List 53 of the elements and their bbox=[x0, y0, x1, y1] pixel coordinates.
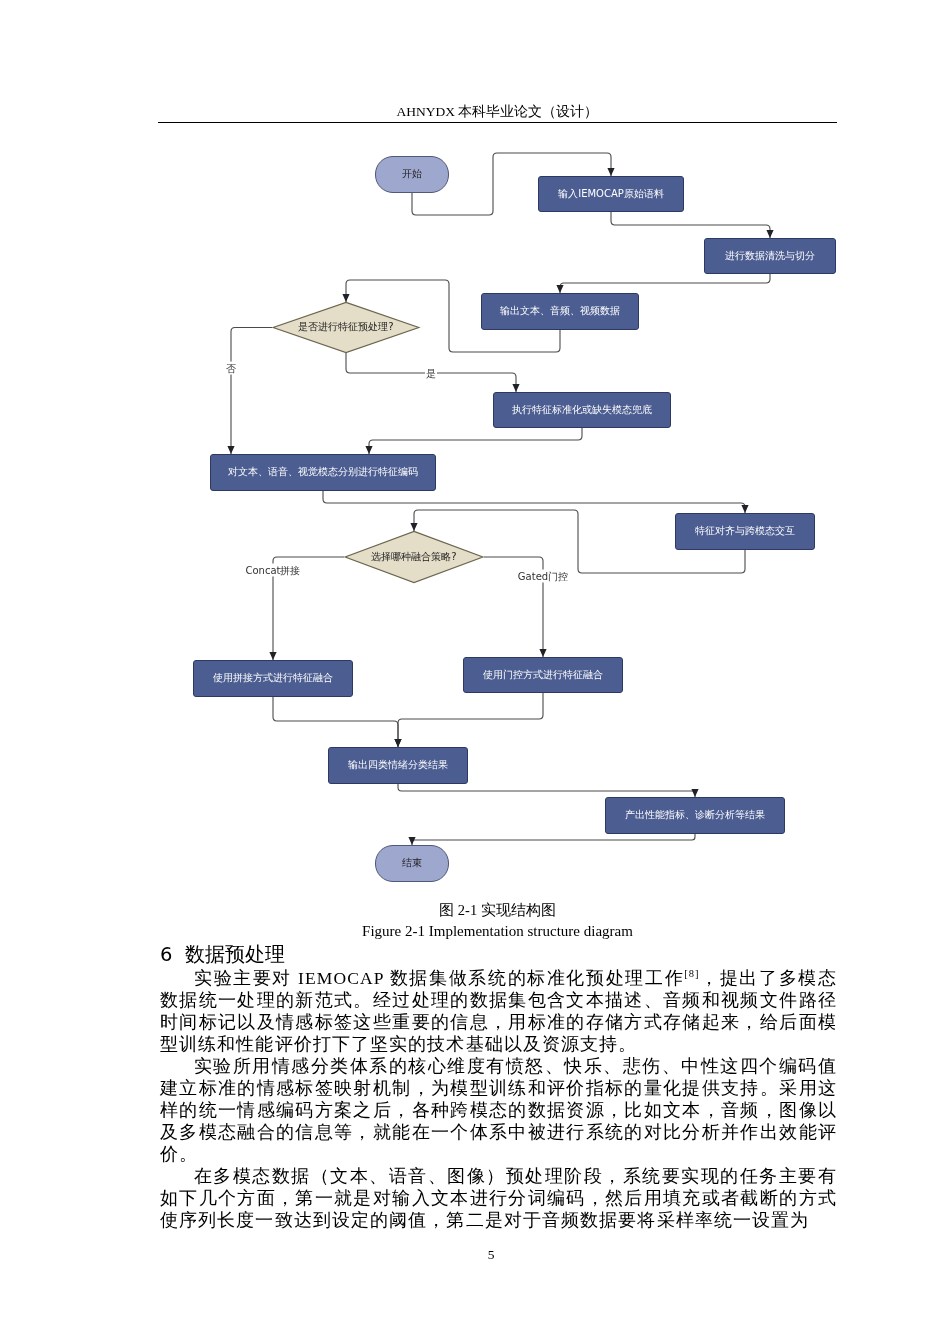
decision-label: 是否进行特征预处理? bbox=[298, 321, 394, 334]
decision-diamond bbox=[272, 302, 420, 353]
step-label: 进行数据清洗与切分 bbox=[725, 249, 815, 263]
flow-arrow bbox=[342, 279, 561, 353]
running-header: AHNYDX 本科毕业论文（设计） bbox=[395, 103, 600, 120]
edge-label: 是 bbox=[425, 366, 437, 380]
step-label: 输入IEMOCAP原始语料 bbox=[558, 187, 664, 201]
process-box bbox=[605, 797, 785, 834]
flow-arrow bbox=[556, 273, 771, 294]
step-label: 使用门控方式进行特征融合 bbox=[483, 668, 603, 682]
decision-diamond bbox=[344, 531, 484, 583]
step-label: 使用拼接方式进行特征融合 bbox=[213, 672, 333, 685]
flow-arrow bbox=[410, 509, 746, 574]
process-box bbox=[675, 513, 815, 550]
process-box bbox=[704, 238, 836, 274]
flow-arrow bbox=[322, 490, 749, 514]
step-label: 特征对齐与跨模态交互 bbox=[695, 525, 795, 538]
flow-arrow bbox=[345, 352, 520, 393]
page-number: 5 bbox=[486, 1246, 496, 1263]
flow-arrow bbox=[227, 326, 273, 455]
process-box bbox=[538, 176, 684, 212]
flow-arrow bbox=[408, 833, 696, 846]
edge-label: Concat拼接 bbox=[244, 563, 302, 577]
step-label: 输出文本、音频、视频数据 bbox=[500, 305, 620, 318]
terminal-pill bbox=[375, 845, 449, 882]
body-paragraph: 实验主要对 IEMOCAP 数据集做系统的标准化预处理工作$^{[8]}$，提出了多模态数据统一处理的新范式。经过处理的数据集包含文本描述、音频和视频文件路径时间标记以及情感标签这些重要的信息，用标准的存储方式存储起来，给后面模型训练和性能评价打下了坚实的技术基础以及资源支持。 bbox=[160, 967, 837, 1055]
step-label: 产出性能指标、诊断分析等结果 bbox=[625, 809, 765, 822]
flow-arrow bbox=[394, 692, 544, 748]
step-label: 输出四类情绪分类结果 bbox=[348, 759, 448, 772]
process-box bbox=[193, 660, 353, 697]
body-paragraph: 实验所用情感分类体系的核心维度有愤怒、快乐、悲伤、中性这四个编码值建立标准的情感标签映射机制，为模型训练和评价指标的量化提供支持。采用这样的统一情感编码方案之后，各种跨模态的数据资源，比如文本，音频，图像以及多模态融合的信息等，就能在一个体系中被进行系统的对比分析并作出效能评价。 bbox=[160, 1055, 837, 1165]
process-box bbox=[493, 392, 671, 428]
figure-caption-english: Figure 2-1 Implementation structure diagram bbox=[361, 922, 634, 941]
terminal-label: 结束 bbox=[402, 857, 422, 870]
flow-arrow bbox=[365, 427, 583, 455]
process-box bbox=[481, 293, 639, 330]
process-box bbox=[328, 747, 468, 784]
section-heading: 6 数据预处理 bbox=[160, 942, 285, 967]
step-label: 对文本、语音、视觉模态分别进行特征编码 bbox=[228, 466, 418, 479]
decision-label: 选择哪种融合策略? bbox=[371, 550, 457, 564]
edge-label: 否 bbox=[225, 361, 237, 375]
edge-label: Gated门控 bbox=[516, 569, 570, 583]
flow-arrow bbox=[269, 556, 345, 661]
flow-arrow bbox=[610, 211, 774, 239]
step-label: 执行特征标准化或缺失模态兜底 bbox=[512, 403, 652, 417]
figure-caption: 图 2-1 实现结构图 bbox=[438, 901, 557, 920]
terminal-pill bbox=[375, 156, 449, 193]
process-box bbox=[210, 454, 436, 491]
flow-arrow bbox=[411, 152, 615, 216]
body-paragraph: 在多模态数据（文本、语音、图像）预处理阶段，系统要实现的任务主要有如下几个方面，第一就是对输入文本进行分词编码，然后用填充或者截断的方式使序列长度一致达到设定的阈值，第二是对于音频数据要将采样率统一设置为 bbox=[160, 1165, 837, 1231]
process-box bbox=[463, 657, 623, 693]
terminal-label: 开始 bbox=[402, 168, 422, 181]
flow-arrow bbox=[483, 556, 547, 658]
